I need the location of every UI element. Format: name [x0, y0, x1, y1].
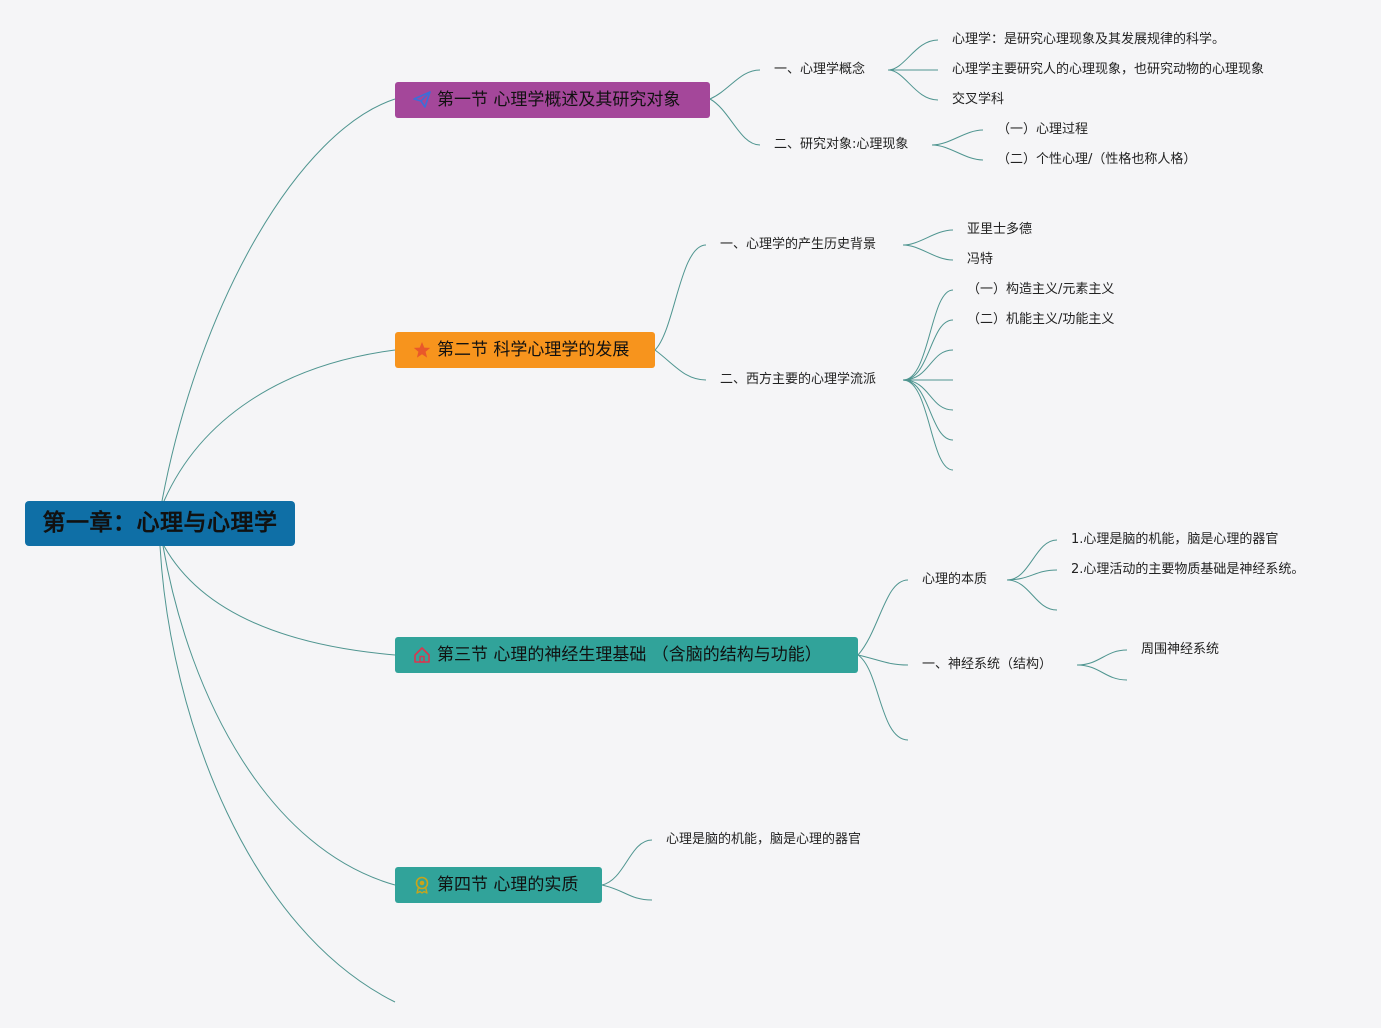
item-brain-function[interactable]: 1.心理是脑的机能，脑是心理的器官	[1071, 532, 1279, 547]
connector-root-sec3	[163, 545, 396, 656]
section-label: 第一节 心理学概述及其研究对象	[437, 90, 681, 110]
connector-nerve-b	[1076, 664, 1128, 681]
item-structuralism[interactable]: （一）构造主义/元素主义	[967, 282, 1115, 297]
connector-topic2-a	[931, 129, 984, 146]
section-node-2[interactable]: 第二节 科学心理学的发展	[395, 332, 655, 368]
award-ribbon-icon	[415, 876, 429, 894]
connector-school-5	[902, 379, 954, 411]
connector-school-6	[902, 379, 954, 441]
topic-nervous-system[interactable]: 一、神经系统（结构）	[922, 657, 1053, 672]
connector-school-3	[902, 349, 954, 381]
root-node[interactable]: 第一章：心理与心理学	[25, 501, 295, 546]
connector-topic2-b	[931, 144, 984, 161]
star-icon	[413, 342, 431, 358]
item-nervous-basis[interactable]: 2.心理活动的主要物质基础是神经系统。	[1071, 562, 1305, 577]
topic-schools[interactable]: 二、西方主要的心理学流派	[720, 372, 877, 387]
connector-sec3-topic1	[857, 579, 909, 656]
section-label: 第四节 心理的实质	[437, 875, 579, 895]
root-label: 第一章：心理与心理学	[42, 510, 278, 536]
connector-school-1	[902, 289, 954, 381]
topic-essence[interactable]: 心理是脑的机能，脑是心理的器官	[666, 832, 862, 847]
connector-sec1-topic1	[709, 69, 761, 100]
connector-sec1-topic2	[709, 98, 761, 146]
connector-nature-c	[1006, 579, 1058, 611]
connector-root-sec1	[161, 98, 396, 502]
item-aristotle[interactable]: 亚里士多德	[967, 222, 1033, 237]
connector-topic1-c	[887, 69, 939, 101]
item-peripheral[interactable]: 周围神经系统	[1141, 642, 1220, 657]
topic-concept[interactable]: 一、心理学概念	[774, 62, 866, 77]
connector-topic1-a	[887, 39, 939, 71]
connector-sec2-topic1	[654, 244, 707, 351]
connector-sec3-topic2	[857, 654, 909, 666]
connector-school-7	[902, 379, 954, 471]
item-functionalism[interactable]: （二）机能主义/功能主义	[967, 312, 1115, 327]
section-label: 第三节 心理的神经生理基础 （含脑的结构与功能）	[437, 645, 822, 665]
section-node-4[interactable]: 第四节 心理的实质	[395, 867, 602, 903]
connector-root-extra	[159, 545, 396, 1003]
section-node-3[interactable]: 第三节 心理的神经生理基础 （含脑的结构与功能）	[395, 637, 858, 673]
connector-sec4-topic1	[601, 839, 653, 886]
section-label: 第二节 科学心理学的发展	[437, 340, 630, 360]
connector-nature-a	[1006, 539, 1058, 581]
house-icon	[414, 647, 430, 663]
connector-root-sec4	[162, 545, 396, 886]
topic-history[interactable]: 一、心理学的产生历史背景	[720, 237, 877, 252]
connector-bg-b	[902, 244, 954, 261]
connector-nerve-a	[1076, 649, 1128, 666]
topic-nature[interactable]: 心理的本质	[922, 572, 988, 587]
connector-sec3-topic3	[857, 654, 909, 741]
item-wundt[interactable]: 冯特	[967, 252, 994, 267]
section-node-1[interactable]: 第一节 心理学概述及其研究对象	[395, 82, 710, 118]
connector-root-sec2	[163, 349, 396, 502]
item-personality[interactable]: （二）个性心理/（性格也称人格）	[997, 152, 1197, 167]
topic-research-object[interactable]: 二、研究对象:心理现象	[774, 137, 909, 152]
connector-bg-a	[902, 229, 954, 246]
paper-plane-icon	[413, 91, 431, 108]
connector-sec2-topic2	[654, 349, 707, 381]
connector-nature-b	[1006, 569, 1058, 581]
connector-sec4-topic2	[601, 884, 653, 901]
item-scope[interactable]: 心理学主要研究人的心理现象，也研究动物的心理现象	[952, 62, 1265, 77]
item-definition[interactable]: 心理学：是研究心理现象及其发展规律的科学。	[952, 32, 1226, 47]
connector-school-2	[902, 319, 954, 381]
item-process[interactable]: （一）心理过程	[997, 122, 1089, 137]
item-interdisciplinary[interactable]: 交叉学科	[952, 92, 1005, 107]
